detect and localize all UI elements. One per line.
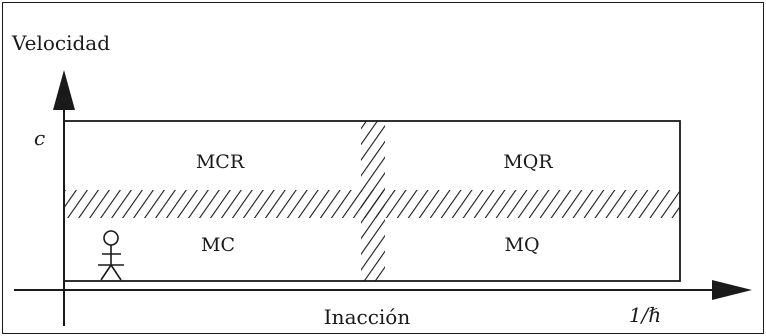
region-label-mqr: MQR (503, 151, 553, 173)
region-label-mc: MC (201, 234, 235, 256)
region-label-mcr: MCR (196, 151, 245, 173)
stick-figure-icon (98, 230, 124, 281)
x-axis-label: Inacción (324, 305, 411, 329)
y-axis-label: Velocidad (11, 31, 110, 55)
x-axis-arrow-icon (712, 280, 752, 300)
y-axis-arrow-icon (53, 70, 75, 110)
vertical-hatched-boundary (361, 121, 385, 281)
y-tick-label: c (34, 126, 45, 150)
region-label-mq: MQ (504, 234, 539, 256)
x-tick-label: 1/ℏ (629, 303, 661, 327)
